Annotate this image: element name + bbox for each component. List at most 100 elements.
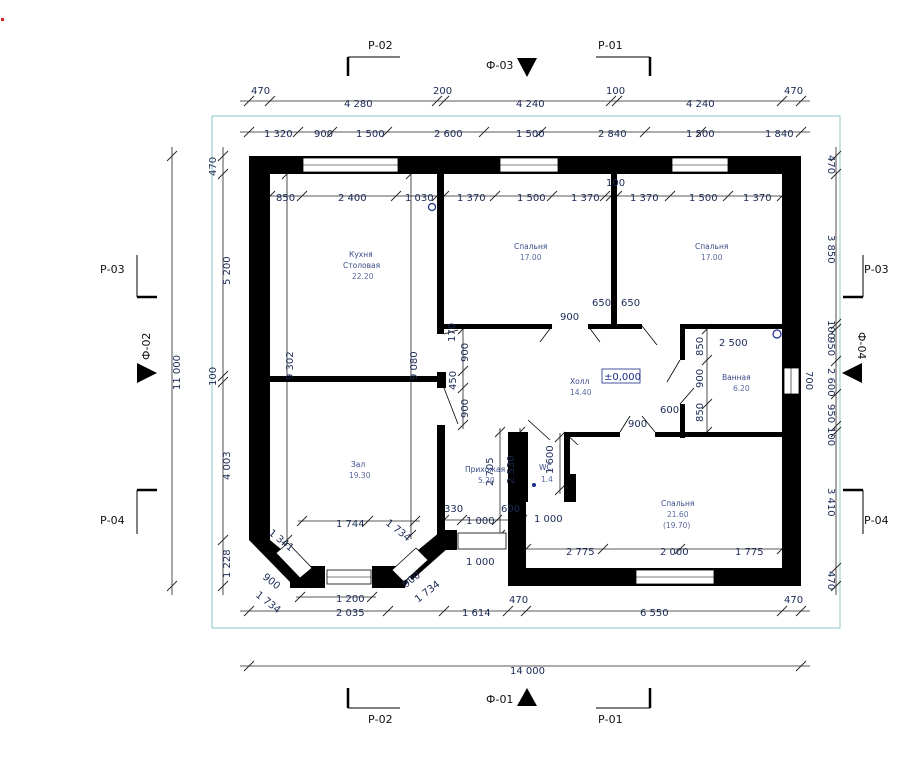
dimension-tick bbox=[457, 419, 469, 431]
dimension-tick bbox=[166, 150, 178, 162]
dim-label: 470 bbox=[825, 571, 836, 590]
room-name: Спальня bbox=[514, 242, 547, 251]
dim-label: 850 bbox=[695, 337, 706, 356]
dimension-tick bbox=[431, 95, 443, 107]
dimension-tick bbox=[611, 95, 623, 107]
dim-label: 1 600 bbox=[545, 445, 556, 474]
room-area: 22.20 bbox=[352, 272, 374, 281]
dimension-tick bbox=[456, 514, 468, 526]
room-name: Ванная bbox=[722, 373, 751, 382]
marker-dot bbox=[1, 18, 4, 21]
dimension-tick bbox=[243, 95, 255, 107]
dimension-tick bbox=[502, 605, 514, 617]
dim-label: 2 840 bbox=[598, 129, 627, 140]
dim-label: 9 080 bbox=[409, 351, 420, 380]
dim-label: 1 500 bbox=[517, 193, 546, 204]
dim-label: 1 734 bbox=[413, 579, 442, 605]
room-area: 14.40 bbox=[570, 388, 592, 397]
dim-label: 1 500 bbox=[686, 129, 715, 140]
dim-label: 2 705 bbox=[485, 457, 496, 486]
dimension-tick bbox=[264, 95, 276, 107]
dim-label: 900 bbox=[695, 369, 706, 388]
dimension-tick bbox=[457, 365, 469, 377]
dim-label: 850 bbox=[695, 403, 706, 422]
dim-label: 470 bbox=[825, 155, 836, 174]
dim-label: 900 bbox=[314, 129, 333, 140]
dim-label: 600 bbox=[501, 504, 520, 515]
dimension-tick bbox=[478, 126, 490, 138]
dimension-tick bbox=[217, 370, 229, 382]
dim-label: 4 280 bbox=[344, 99, 373, 110]
dimension-tick bbox=[776, 95, 788, 107]
section-mark-p01-top: Р-01 bbox=[596, 39, 652, 76]
dimension-tick bbox=[243, 126, 255, 138]
dimension-tick bbox=[546, 190, 558, 202]
dim-label: 450 bbox=[448, 371, 459, 390]
dimension-tick bbox=[830, 580, 842, 592]
dim-label: 470 bbox=[784, 86, 803, 97]
room-name: Кухня bbox=[349, 250, 373, 259]
dim-label: 100 bbox=[825, 320, 836, 339]
dim-label: 1 500 bbox=[356, 129, 385, 140]
dimension-tick bbox=[554, 484, 566, 496]
dimension-tick bbox=[457, 382, 469, 394]
room-name: WC bbox=[539, 463, 552, 472]
room-area: 21.60 bbox=[667, 510, 689, 519]
section-label: Р-02 bbox=[368, 713, 393, 726]
dim-label: 1 614 bbox=[462, 608, 491, 619]
dim-label: 1 500 bbox=[689, 193, 718, 204]
room-area: 17.00 bbox=[520, 253, 542, 262]
dimension-tick bbox=[695, 126, 707, 138]
level-mark: ±0,000 bbox=[601, 368, 641, 384]
dim-label: 5 200 bbox=[222, 256, 233, 285]
drain-icon bbox=[532, 483, 536, 487]
dimension-tick bbox=[296, 515, 308, 527]
dim-label: 2 035 bbox=[336, 608, 365, 619]
dimension-tick bbox=[366, 591, 378, 603]
dimension-tick bbox=[795, 95, 807, 107]
section-mark-p02-top: Р-02 bbox=[346, 39, 400, 76]
dim-label: 3 850 bbox=[825, 235, 836, 264]
dim-label: 2 500 bbox=[719, 338, 748, 349]
dim-label: 900 bbox=[628, 419, 647, 430]
dimension-tick bbox=[405, 529, 417, 541]
dimension-tick bbox=[674, 543, 686, 555]
dimension-tick bbox=[438, 605, 450, 617]
dim-label: 850 bbox=[276, 193, 295, 204]
dim-label: 2 600 bbox=[434, 129, 463, 140]
facade-mark-f04: Ф-04 bbox=[842, 332, 868, 383]
dim-label: 900 bbox=[460, 399, 471, 418]
dim-label: 470 bbox=[208, 157, 219, 176]
riser-icon bbox=[427, 202, 437, 212]
dimension-tick bbox=[326, 126, 338, 138]
dim-label: 100 bbox=[606, 86, 625, 97]
dim-label: 600 bbox=[660, 405, 679, 416]
dimension-tick bbox=[795, 660, 807, 672]
dimension-tick bbox=[830, 150, 842, 162]
dimension-tick bbox=[722, 190, 734, 202]
dim-label: 2 400 bbox=[338, 193, 367, 204]
dimension-tick bbox=[390, 190, 402, 202]
dimension-tick bbox=[217, 580, 229, 592]
facade-label: Ф-01 bbox=[486, 693, 513, 706]
dim-label: 1 000 bbox=[466, 557, 495, 568]
dim-label: 700 bbox=[803, 371, 814, 390]
dimension-tick bbox=[166, 580, 178, 592]
dimension-tick bbox=[599, 190, 611, 202]
dimension-tick bbox=[830, 318, 842, 330]
dimension-tick bbox=[382, 605, 394, 617]
dimension-tick bbox=[217, 534, 229, 546]
dimension-tick bbox=[830, 388, 842, 400]
door-swings bbox=[443, 325, 695, 446]
dimension-tick bbox=[664, 190, 676, 202]
section-mark-p03-right: Р-03 bbox=[843, 255, 889, 299]
room-area: 17.00 bbox=[701, 253, 723, 262]
dimension-tick bbox=[281, 534, 293, 546]
dim-label: 1 775 bbox=[735, 547, 764, 558]
section-label: Р-03 bbox=[864, 263, 889, 276]
dimension-tick bbox=[520, 605, 532, 617]
dimension-tick bbox=[381, 126, 393, 138]
dimension-tick bbox=[830, 562, 842, 574]
dim-label: 330 bbox=[444, 504, 463, 515]
section-label: Р-04 bbox=[100, 514, 125, 527]
